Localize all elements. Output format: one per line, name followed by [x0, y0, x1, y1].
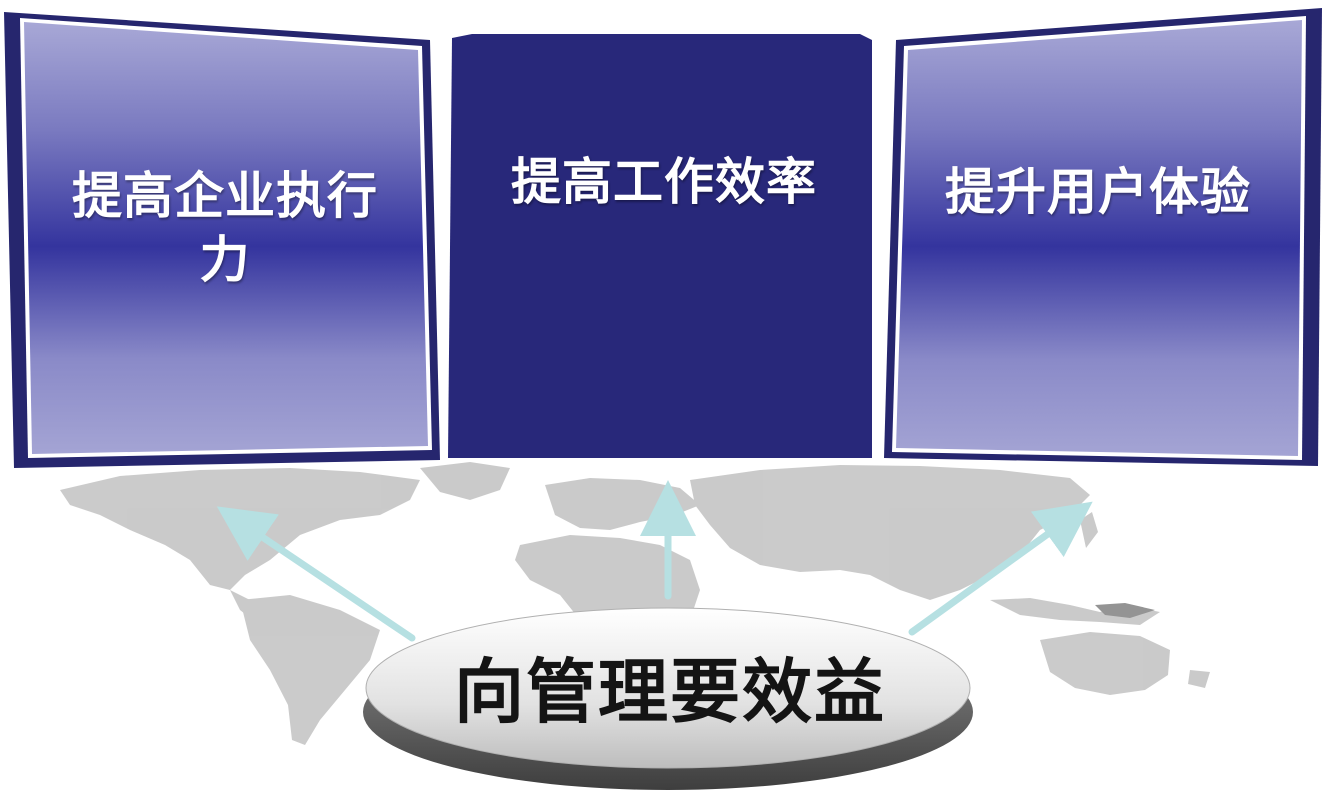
panel-center: [448, 34, 872, 458]
center-disc: [363, 607, 973, 790]
arrow-up-icon: [908, 501, 1093, 636]
center-disc-label: 向管理要效益: [454, 651, 886, 733]
arrow-up-icon: [216, 506, 416, 642]
arrows-group: [216, 480, 1093, 642]
panel-left: [4, 12, 440, 468]
panel-center-label: 提高工作效率: [511, 153, 817, 211]
panel-left-label: 提高企业执行力: [72, 167, 378, 289]
world-map-icon: [60, 462, 1210, 745]
panel-right-label: 提升用户体验: [945, 163, 1251, 221]
panel-right: [884, 8, 1322, 466]
